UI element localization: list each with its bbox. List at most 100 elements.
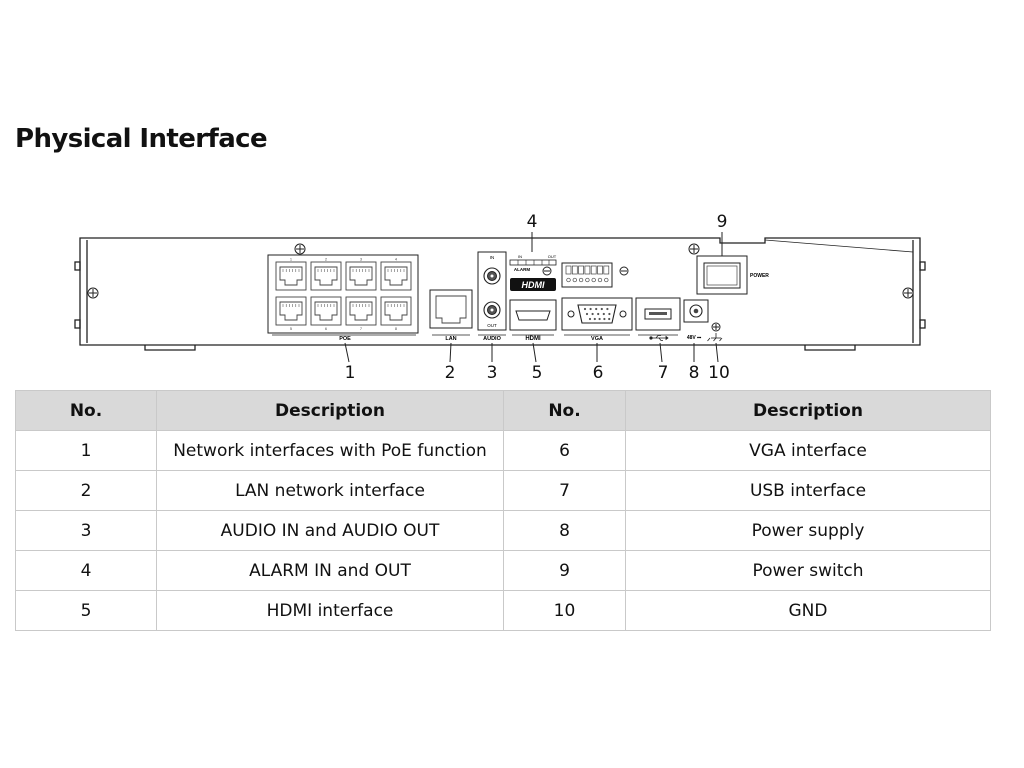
table-row: 1 Network interfaces with PoE function 6… xyxy=(15,430,991,471)
cell-no: 3 xyxy=(15,510,157,551)
vga-pin xyxy=(593,317,596,321)
vga-port: VGA xyxy=(561,297,633,342)
cell-description: GND xyxy=(625,590,991,631)
alarm-pin xyxy=(597,265,603,275)
hdmi-port: HDMI HDMI xyxy=(509,278,557,342)
alarm-pin xyxy=(603,265,610,275)
callout-numbers: 1 2 3 4 5 6 7 8 9 10 xyxy=(345,212,730,383)
header-no: No. xyxy=(503,390,626,431)
cell-no: 8 xyxy=(503,510,626,551)
vga-pin xyxy=(602,312,605,316)
table-row: 5 HDMI interface 10 GND xyxy=(15,590,991,631)
vga-pin xyxy=(585,312,589,316)
screws xyxy=(87,243,914,332)
lan-label: LAN xyxy=(445,336,456,342)
header-description: Description xyxy=(625,390,991,431)
audio-in-label: IN xyxy=(490,255,495,260)
cell-no: 10 xyxy=(503,590,626,631)
callout-leaders xyxy=(344,232,723,363)
table-row: 3 AUDIO IN and AUDIO OUT 8 Power supply xyxy=(15,510,991,551)
alarm-pin xyxy=(571,265,578,275)
poe-port-7: 7 xyxy=(345,296,377,331)
table-row: 4 ALARM IN and OUT 9 Power switch xyxy=(15,550,991,591)
cell-description: VGA interface xyxy=(625,430,991,471)
poe-port-8: 8 xyxy=(380,296,412,331)
alarm-pin-screw xyxy=(585,277,590,283)
poe-port-3: 3 xyxy=(345,258,377,291)
cell-description: HDMI interface xyxy=(156,590,504,631)
alarm-out-label: OUT xyxy=(548,254,557,259)
poe-port-6: 6 xyxy=(310,296,342,331)
audio-label: AUDIO xyxy=(483,336,501,342)
cell-description: USB interface xyxy=(625,470,991,511)
vga-pin xyxy=(597,312,600,316)
callout-10: 10 xyxy=(708,363,730,383)
alarm-terminal: IN OUT ALARM xyxy=(509,254,613,288)
alarm-label: ALARM xyxy=(514,267,530,272)
cell-description: Network interfaces with PoE function xyxy=(156,430,504,471)
poe-port-number: 5 xyxy=(290,327,292,331)
vga-pin xyxy=(603,317,606,321)
vga-pin xyxy=(606,307,609,311)
cell-no: 1 xyxy=(15,430,157,471)
audio-ports: IN OUT AUDIO xyxy=(477,251,507,342)
usb-icon xyxy=(649,335,669,341)
header-no: No. xyxy=(15,390,157,431)
alarm-pin-screw xyxy=(572,277,577,283)
vga-pin xyxy=(595,307,598,311)
cell-description: Power switch xyxy=(625,550,991,591)
vga-pin xyxy=(600,307,603,311)
power-switch: POWER xyxy=(696,255,769,295)
alarm-pin-screw xyxy=(604,277,609,283)
vga-pin xyxy=(583,307,587,311)
alarm-pin-screw xyxy=(578,277,584,283)
ground-icon xyxy=(707,333,723,342)
vga-label: VGA xyxy=(591,336,603,342)
poe-port-number: 3 xyxy=(360,258,362,262)
cell-no: 4 xyxy=(15,550,157,591)
cell-no: 2 xyxy=(15,470,157,511)
vga-pin xyxy=(598,317,601,321)
cell-description: LAN network interface xyxy=(156,470,504,511)
cell-description: Power supply xyxy=(625,510,991,551)
power-supply-port: 48V ⎓ xyxy=(683,299,709,341)
vga-pin xyxy=(608,317,611,321)
power-label: POWER xyxy=(750,273,769,279)
callout-1: 1 xyxy=(345,363,356,383)
poe-port-number: 7 xyxy=(360,327,362,331)
callout-5: 5 xyxy=(532,363,543,383)
hdmi-logo: HDMI xyxy=(522,280,545,290)
vga-pin xyxy=(588,317,592,321)
vga-pin xyxy=(591,312,594,316)
callout-6: 6 xyxy=(593,363,604,383)
alarm-pin xyxy=(565,265,572,275)
callout-9: 9 xyxy=(717,212,728,232)
rear-panel-diagram: 1 2 3 4 5 6 7 8 POE LAN IN OUT AUDIO IN OUT ALA… xyxy=(74,212,926,383)
alarm-in-label: IN xyxy=(518,254,522,259)
cell-no: 5 xyxy=(15,590,157,631)
lan-port: LAN xyxy=(429,289,473,342)
table-header-row: No. Description No. Description xyxy=(15,390,991,431)
poe-port-number: 8 xyxy=(395,327,397,331)
callout-2: 2 xyxy=(445,363,456,383)
audio-out-label: OUT xyxy=(487,323,497,328)
alarm-pin xyxy=(584,265,591,275)
poe-port-number: 6 xyxy=(325,327,327,331)
cell-description: ALARM IN and OUT xyxy=(156,550,504,591)
alarm-pin xyxy=(578,265,584,275)
cell-no: 9 xyxy=(503,550,626,591)
callout-3: 3 xyxy=(487,363,498,383)
hdmi-label: HDMI xyxy=(525,336,541,342)
poe-port-5: 5 xyxy=(275,296,307,331)
usb-port xyxy=(635,297,681,341)
table-row: 2 LAN network interface 7 USB interface xyxy=(15,470,991,511)
page-title: Physical Interface xyxy=(15,124,268,154)
header-description: Description xyxy=(156,390,504,431)
poe-port-number: 2 xyxy=(325,258,327,262)
alarm-pin-screw xyxy=(591,277,596,283)
vga-pin xyxy=(608,312,611,316)
poe-port-number: 4 xyxy=(395,258,397,262)
vga-pin xyxy=(589,307,592,311)
alarm-pin-screw xyxy=(566,277,571,283)
poe-label: POE xyxy=(339,336,351,342)
